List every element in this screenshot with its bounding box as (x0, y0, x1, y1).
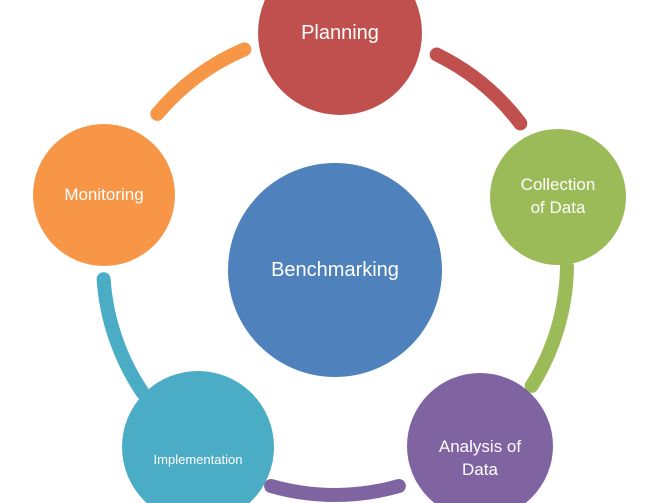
connector-implementation-to-monitoring (96, 272, 150, 400)
connector-collection-to-analysis (524, 260, 574, 393)
node-analysis-of-data: Analysis of Data (407, 373, 553, 503)
node-collection-of-data-label: Collection of Data (520, 175, 596, 217)
connector-planning-to-collection (429, 47, 528, 131)
node-benchmarking-label: Benchmarking (271, 258, 399, 281)
node-planning-label: Planning (301, 21, 379, 44)
node-monitoring: Monitoring (33, 124, 175, 266)
node-monitoring-label: Monitoring (64, 184, 144, 204)
node-benchmarking-center: Benchmarking (228, 163, 442, 377)
connector-analysis-to-implementation (264, 479, 406, 502)
node-implementation: Implementation (122, 371, 274, 503)
connector-monitoring-to-planning (150, 42, 252, 121)
node-collection-of-data: Collection of Data (490, 129, 626, 265)
node-analysis-of-data-label: Analysis of Data (438, 437, 522, 479)
node-implementation-label: Implementation (153, 452, 243, 468)
